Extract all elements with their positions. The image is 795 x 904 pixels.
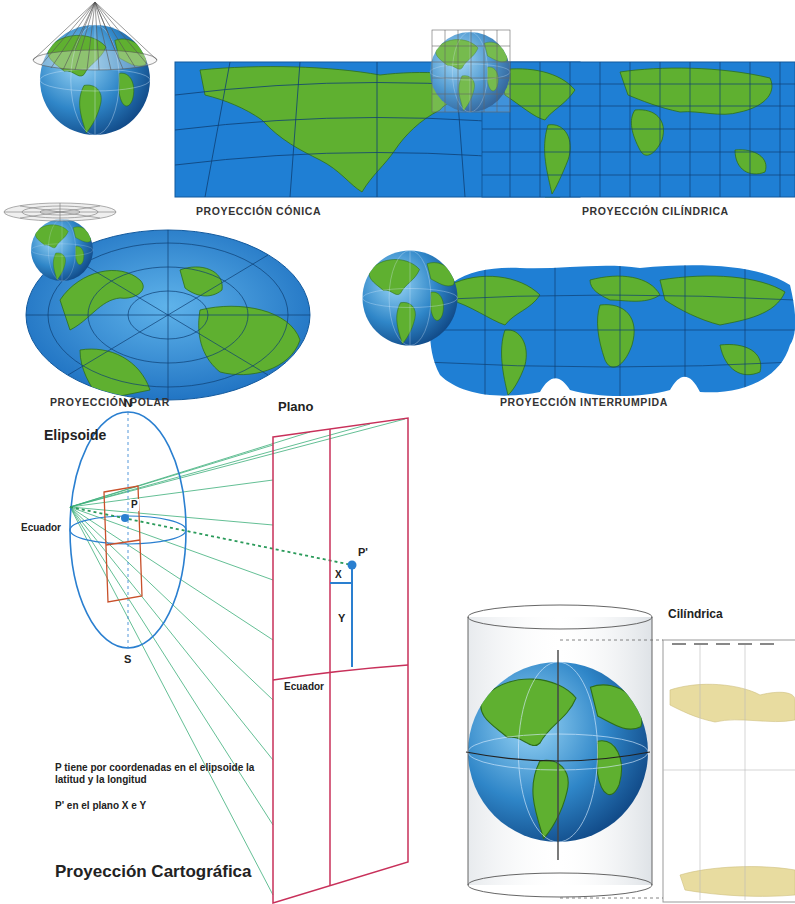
projection-diagram xyxy=(70,412,408,903)
axis-label: Y xyxy=(338,612,345,625)
axis-label: X xyxy=(335,569,342,581)
pole-label: S xyxy=(124,653,131,666)
cylindrical-projection xyxy=(430,30,795,197)
note: P' en el plano X e Y xyxy=(55,800,146,812)
polar-projection xyxy=(4,203,310,400)
plane-label: Plano xyxy=(278,400,313,415)
cylinder-globe xyxy=(466,605,795,902)
projection-caption: PROYECCIÓN CÓNICA xyxy=(196,205,321,217)
diagram-title: Proyección Cartográfica xyxy=(55,862,252,882)
cylinder-label: Cilíndrica xyxy=(668,608,723,622)
point-label: P' xyxy=(357,546,369,559)
equator-label: Ecuador xyxy=(283,681,325,693)
projection-caption: PROYECCIÓN POLAR xyxy=(50,396,170,408)
projection-caption: PROYECCIÓN CILÍNDRICA xyxy=(582,205,729,217)
projection-caption: PROYECCIÓN INTERRUMPIDA xyxy=(500,396,668,408)
equator-label: Ecuador xyxy=(20,522,62,534)
pole-label: N xyxy=(124,397,132,410)
interrupted-projection xyxy=(363,251,795,406)
note: P tiene por coordenadas en el elipsoide … xyxy=(55,762,285,785)
point-label: P xyxy=(130,499,139,511)
ellipsoid-label: Elipsoide xyxy=(44,427,106,443)
